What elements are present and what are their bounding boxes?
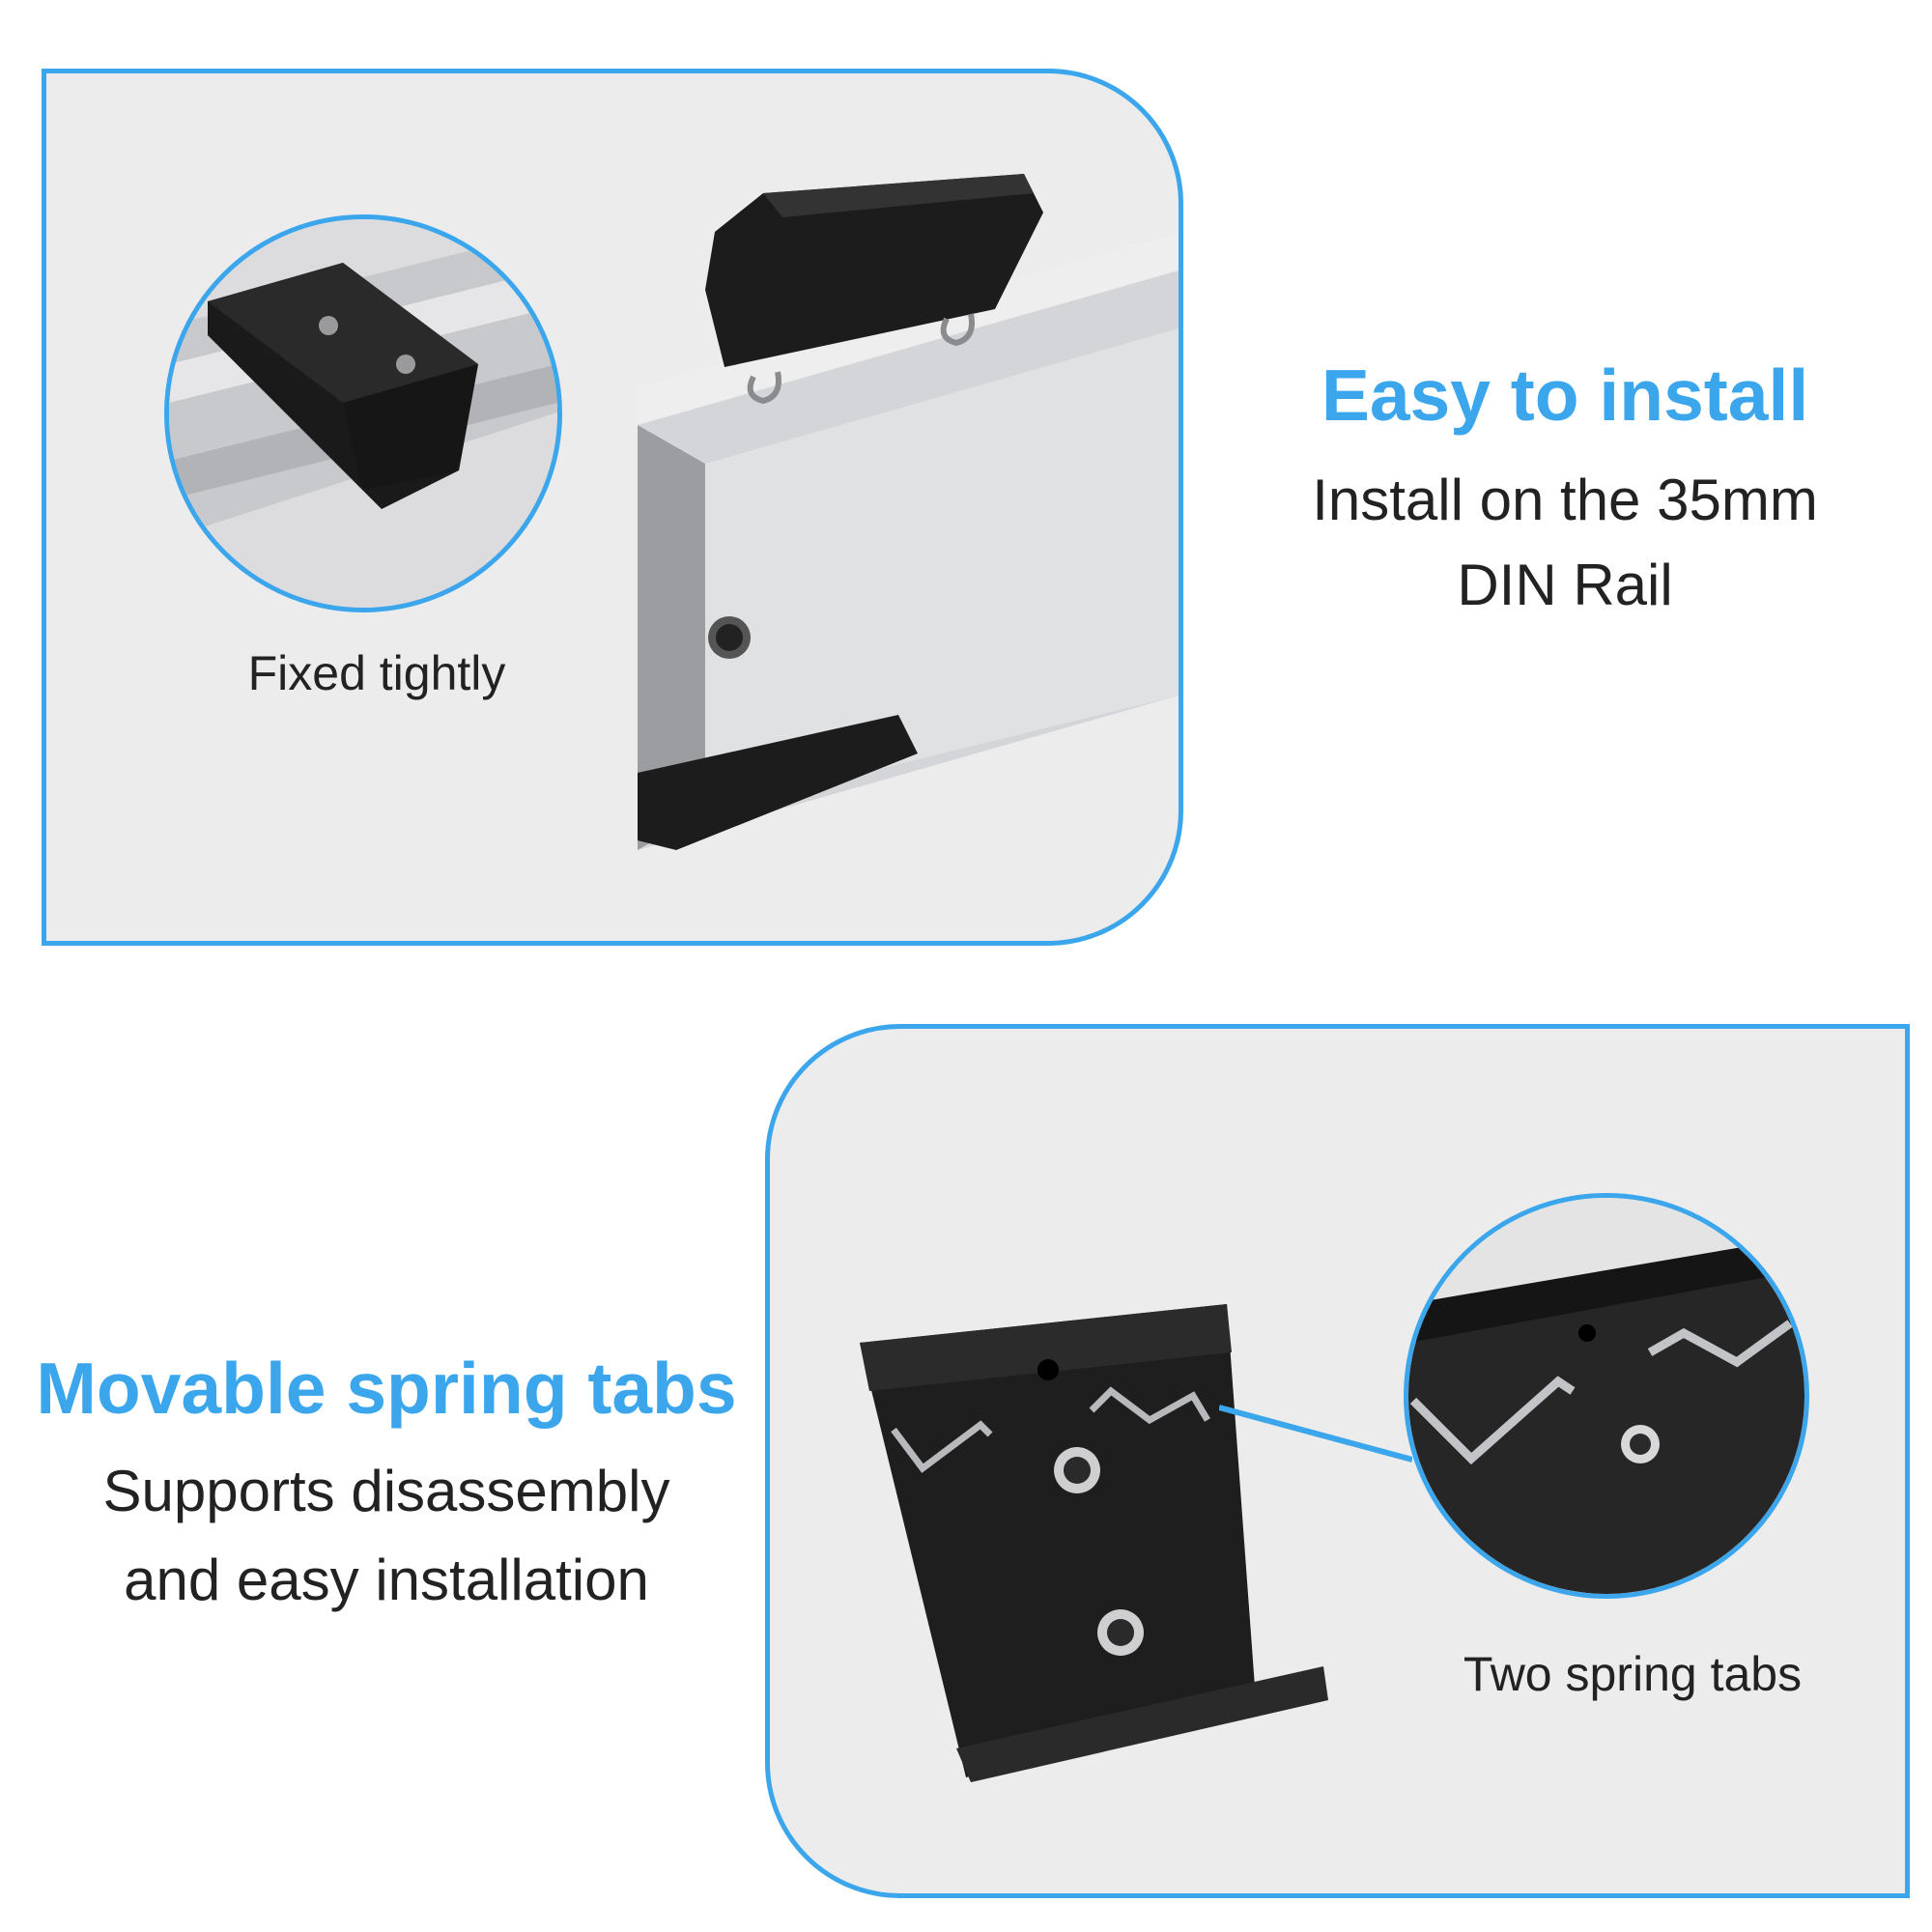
- din-rail-clip-product-image: [850, 1294, 1333, 1797]
- movable-spring-tabs-heading: Movable spring tabs: [36, 1348, 737, 1429]
- install-description-line-1: Install on the 35mm: [1312, 468, 1818, 532]
- rail-clip-closeup-image: [169, 219, 557, 608]
- install-description-line-2: DIN Rail: [1457, 553, 1673, 617]
- fixed-tightly-caption: Fixed tightly: [247, 646, 506, 700]
- two-spring-tabs-caption: Two spring tabs: [1463, 1647, 1803, 1701]
- callout-connector-line: [1219, 1405, 1412, 1463]
- spring-tabs-closeup-image: [1408, 1198, 1804, 1594]
- fixed-tightly-zoom-circle: [164, 214, 562, 612]
- din-rail-mounted-clip-image: [580, 174, 1179, 850]
- easy-to-install-heading: Easy to install: [1321, 355, 1809, 436]
- spring-tabs-description-line-2: and easy installation: [124, 1548, 649, 1612]
- spring-tabs-description-line-1: Supports disassembly: [102, 1459, 670, 1523]
- two-spring-tabs-zoom-circle: [1404, 1193, 1809, 1599]
